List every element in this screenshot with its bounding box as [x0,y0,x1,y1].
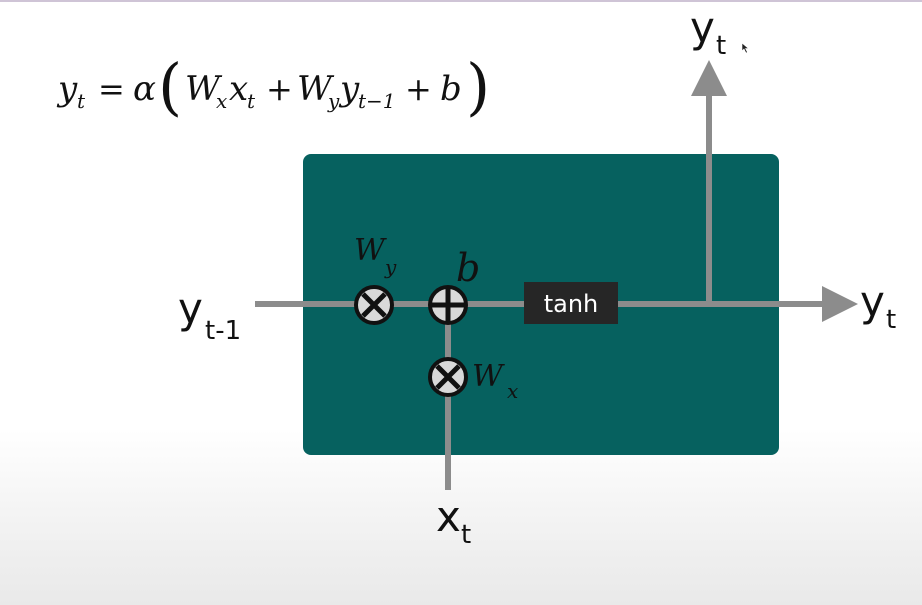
formula-alpha: α [133,69,156,109]
wx-label-sub: x [507,379,518,403]
circled-times-icon [354,285,394,325]
circled-plus-icon [428,285,468,325]
formula-x: x [229,69,248,109]
formula-equals: = [98,70,125,108]
formula-x-sub: t [247,89,256,113]
formula-wx-w: W [185,69,223,109]
circled-times-icon [428,357,468,397]
formula-wx-sub: x [216,89,227,113]
wx-label: W [472,359,505,394]
x-in-label-sub: t [461,520,471,550]
formula-wy-sub: y [327,89,340,113]
formula-y-sub: t−1 [358,89,396,113]
formula-bias: b [440,69,462,109]
top-border-line [0,0,922,2]
formula-y: y [338,69,360,109]
formula-close-paren: ) [466,50,490,123]
tanh-box [524,282,618,324]
tanh-label: tanh [544,290,599,318]
x-in-label: x [436,492,461,541]
y-prev-label-sub: t-1 [205,316,241,346]
y-top-label: y [690,3,715,52]
formula-lhs-sub: t [77,89,86,113]
formula: y t = α ( W x x t + W y y t−1 + b ) [56,50,490,123]
wy-label: W [354,233,387,268]
y-top-label-sub: t [716,31,726,61]
y-prev-label: y [178,284,203,333]
wy-label-sub: y [384,255,397,279]
formula-plus-2: + [405,70,432,108]
formula-lhs: y [56,69,78,109]
formula-plus-1: + [266,70,293,108]
bias-label: b [456,246,480,290]
y-out-label: y [860,277,885,326]
formula-wy-w: W [297,69,335,109]
mouse-pointer-icon [741,42,750,54]
formula-open-paren: ( [158,50,182,123]
y-out-label-sub: t [886,305,896,335]
